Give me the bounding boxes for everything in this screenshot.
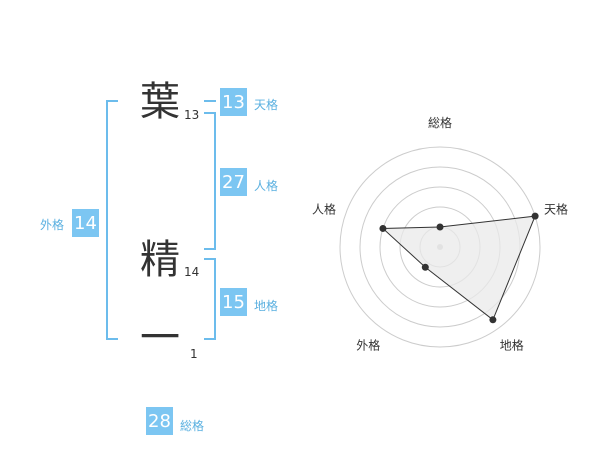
- radar-axis-label-4: 外格: [356, 338, 380, 353]
- stroke-count-2: 14: [184, 265, 200, 279]
- radar-axis-label-2: 天格: [544, 201, 568, 216]
- name-char-2: 精: [140, 237, 180, 283]
- name-char-1: 葉: [140, 79, 180, 125]
- name-char-3: 一: [140, 315, 180, 361]
- jinkaku-bracket: [204, 112, 216, 250]
- radar-axis-label-3: 地格: [500, 338, 524, 353]
- soukaku-badge: 28: [146, 407, 173, 435]
- soukaku-label: 総格: [180, 419, 205, 433]
- stroke-count-3: 1: [190, 347, 198, 361]
- jinkaku-label: 人格: [254, 179, 279, 193]
- tenkaku-label: 天格: [254, 98, 279, 112]
- radar-axis-label-5: 人格: [312, 201, 336, 216]
- tenkaku-bracket: [204, 100, 216, 102]
- radar-polygon: [381, 215, 536, 321]
- gaikaku-bracket: [106, 100, 118, 340]
- chikaku-bracket: [204, 258, 216, 340]
- radar-point-4: [421, 263, 429, 271]
- gaikaku-label: 外格: [40, 218, 65, 232]
- radar-point-5: [379, 224, 387, 232]
- radar-axis-label-1: 総格: [428, 115, 452, 130]
- radar-grid-ring: [339, 146, 541, 348]
- chikaku-badge: 15: [220, 288, 247, 316]
- radar-point-3: [489, 316, 497, 324]
- gaikaku-badge: 14: [72, 209, 99, 237]
- tenkaku-badge: 13: [220, 88, 247, 116]
- jinkaku-badge: 27: [220, 168, 247, 196]
- radar-point-2: [531, 212, 539, 220]
- radar-point-1: [436, 223, 444, 231]
- stroke-count-1: 13: [184, 108, 200, 122]
- chikaku-label: 地格: [254, 299, 279, 313]
